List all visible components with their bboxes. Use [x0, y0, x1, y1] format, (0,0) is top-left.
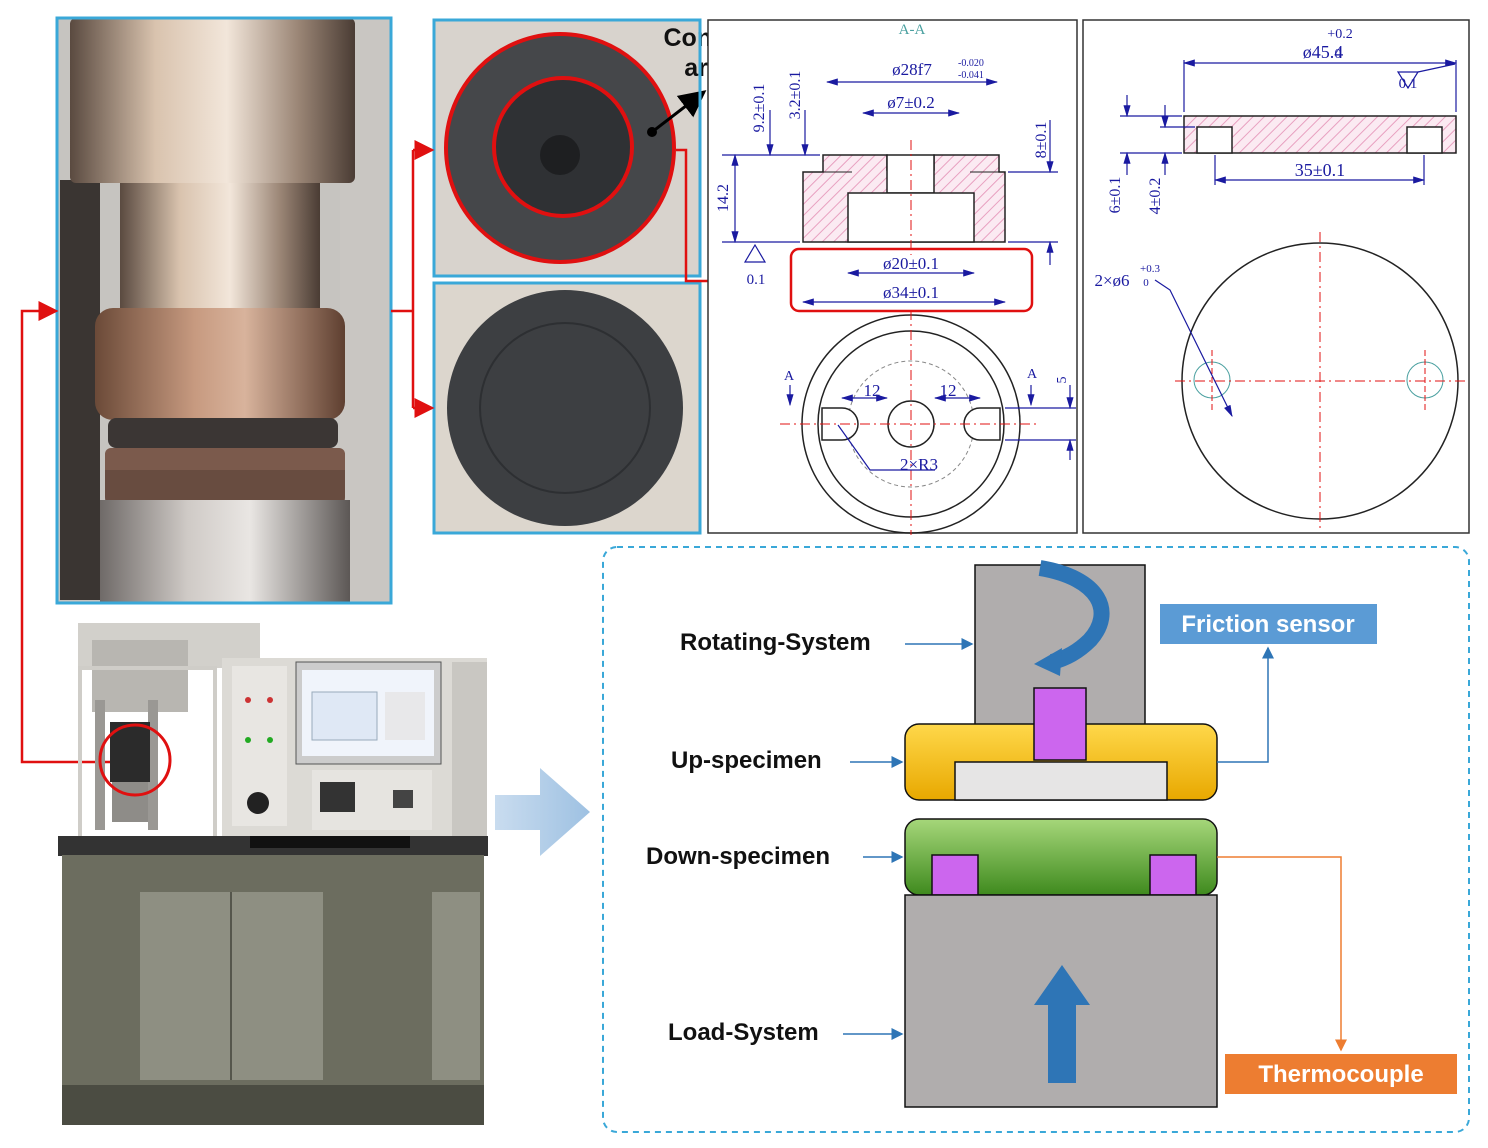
down-insert-right	[1149, 854, 1197, 896]
dim-14-2-label: 14.2	[715, 184, 732, 212]
rotation-arrow-icon	[1038, 560, 1110, 670]
thermocouple-box	[1225, 1054, 1457, 1094]
dim-12-right: 12	[940, 381, 957, 400]
dim-holes-label: 2×ø6	[1094, 271, 1129, 290]
tol-holes-lower: 0	[1143, 277, 1149, 289]
dim-34-label: ø34±0.1	[883, 283, 939, 302]
dim-12-left: 12	[864, 381, 881, 400]
friction-sensor-label: Friction sensor	[1181, 611, 1354, 638]
rotating-system-label: Rotating-System	[680, 629, 871, 656]
up-insert	[1033, 687, 1087, 761]
dim-45-4-label: ø45.4	[1303, 42, 1344, 62]
tol-28-lower: -0.041	[958, 70, 984, 81]
dim-20-label: ø20±0.1	[883, 254, 939, 273]
dim-5-label: 5	[1055, 377, 1070, 384]
load-system-label: Load-System	[668, 1019, 819, 1046]
dim-3-2-label: 3.2±0.1	[787, 71, 804, 120]
up-specimen-label: Up-specimen	[671, 747, 822, 774]
tol-45-lower: 0	[1335, 47, 1342, 62]
load-arrow-icon	[1034, 965, 1090, 1083]
down-flatness-label: 0.1	[1399, 76, 1418, 92]
friction-sensor-box	[1160, 604, 1377, 644]
tol-holes-upper: +0.3	[1140, 263, 1160, 275]
up-specimen-drawing: A-A ø28f7 -0.020 -0.041 ø7±0.2	[707, 19, 1078, 535]
up-specimen-photo: Contact area	[432, 18, 757, 278]
dim-7-label: ø7±0.2	[887, 93, 935, 112]
schematic-diagram: Rotating-System Up-specimen Down-specime…	[602, 546, 1470, 1133]
specimen-location-circle	[98, 723, 172, 797]
dim-35-label: 35±0.1	[1295, 160, 1345, 180]
down-insert-left	[931, 854, 979, 896]
tol-45-upper: +0.2	[1327, 27, 1352, 42]
flatness-label: 0.1	[747, 272, 766, 288]
section-title: A-A	[899, 22, 926, 38]
down-specimen-label: Down-specimen	[646, 843, 830, 870]
dim-r3-label: 2×R3	[900, 455, 938, 474]
down-specimen-drawing: ø45.4 +0.2 0 0.1 35±0.1 6±0.1 4±0.2 2×ø6…	[1082, 19, 1470, 534]
dim-28-label: ø28f7	[892, 60, 932, 79]
inner-contact-ring	[492, 76, 634, 218]
dim-4-2-label: 4±0.2	[1147, 178, 1164, 215]
dim-6-label: 6±0.1	[1107, 177, 1124, 214]
dim-8-label: 8±0.1	[1033, 122, 1050, 159]
section-mark-left: A	[784, 369, 795, 384]
outer-contact-ring	[444, 32, 676, 264]
tester-machine-photo	[58, 623, 488, 1125]
closeup-photo	[55, 16, 393, 605]
flow-arrow-icon	[495, 768, 590, 856]
thermocouple-label: Thermocouple	[1258, 1061, 1423, 1088]
dim-9-2-label: 9.2±0.1	[751, 84, 768, 133]
tol-28-upper: -0.020	[958, 58, 984, 69]
down-specimen-photo	[432, 281, 702, 535]
section-mark-right: A	[1027, 367, 1038, 382]
